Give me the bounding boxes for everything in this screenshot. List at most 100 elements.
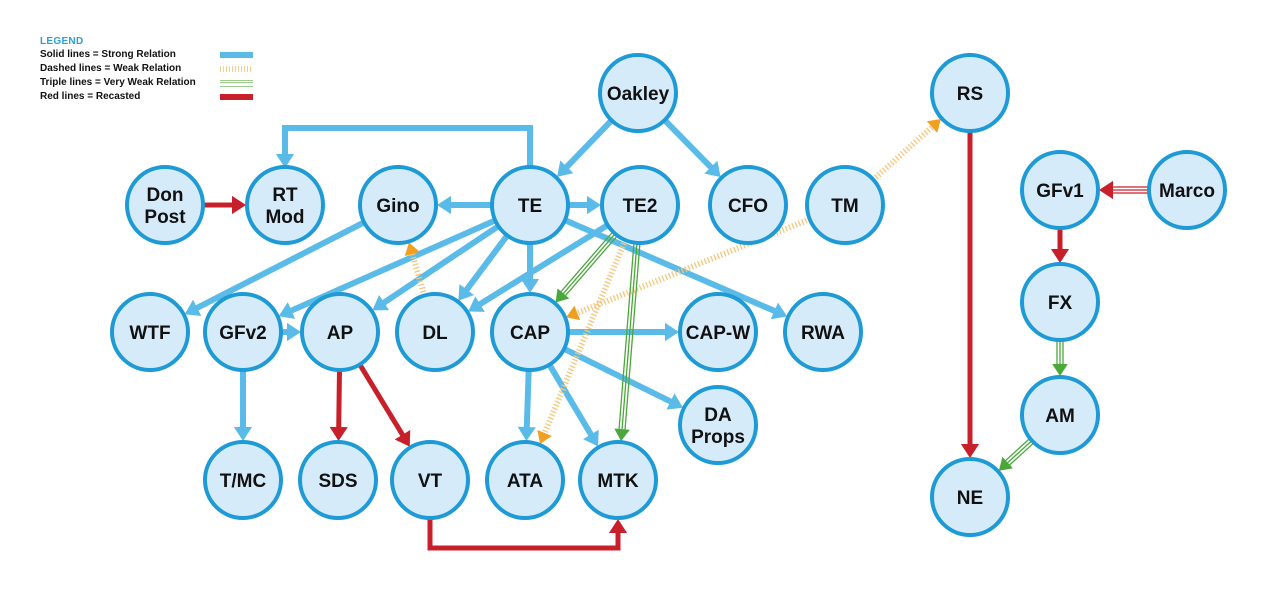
node-rs[interactable]: RS <box>930 53 1010 133</box>
edge-line <box>476 222 610 309</box>
arrow-head <box>275 154 295 168</box>
node-cfo[interactable]: CFO <box>708 165 788 245</box>
edge-line <box>282 125 533 167</box>
edge-am-to-ne <box>998 437 1035 471</box>
node-label: WTF <box>129 323 170 344</box>
node-ne[interactable]: NE <box>930 457 1010 537</box>
node-gfv1[interactable]: GFv1 <box>1020 150 1100 230</box>
arrow-head <box>1050 249 1070 263</box>
node-circle <box>490 292 570 372</box>
edge-dl-to-gino <box>404 242 428 297</box>
arrow-head <box>704 160 721 178</box>
arrow-head <box>608 519 628 533</box>
arrow-head <box>404 242 420 257</box>
edge-line <box>1007 442 1035 467</box>
node-circle <box>358 165 438 245</box>
edge-ap-to-vt <box>357 363 411 447</box>
node-label: TE2 <box>623 196 658 217</box>
node-label: TE <box>518 196 542 217</box>
edge-line <box>871 123 936 182</box>
node-vt[interactable]: VT <box>390 440 470 520</box>
edge-cap-to-ata <box>517 369 536 442</box>
edge-line <box>662 118 715 172</box>
node-circle <box>600 165 680 245</box>
legend-item-red: Red lines = Recasted <box>40 90 260 104</box>
arrow-head <box>1052 364 1068 376</box>
edge-te2-to-ata <box>537 238 629 445</box>
edge-gfv2-to-tmc <box>233 370 253 441</box>
node-dl[interactable]: DL <box>395 292 475 372</box>
legend-item-solid: Solid lines = Strong Relation <box>40 48 260 62</box>
arrow-head <box>329 426 348 442</box>
node-label: ATA <box>507 471 544 492</box>
node-circle <box>390 440 470 520</box>
node-capw[interactable]: CAP-W <box>678 292 758 372</box>
triple-line-swatch <box>220 80 253 87</box>
node-marco[interactable]: Marco <box>1147 150 1227 230</box>
arrow-head <box>517 426 536 442</box>
edge-line <box>621 242 638 432</box>
node-ata[interactable]: ATA <box>485 440 565 520</box>
edge-vt-to-mtk <box>427 518 628 551</box>
edge-cap-to-daprops <box>562 346 684 410</box>
edge-line <box>563 217 779 315</box>
legend: LEGEND Solid lines = Strong Relation Das… <box>40 36 260 104</box>
node-label: DA <box>704 405 732 426</box>
node-fx[interactable]: FX <box>1020 262 1100 342</box>
edge-line <box>380 223 501 307</box>
legend-title: LEGEND <box>40 36 84 47</box>
node-label: TM <box>831 196 858 217</box>
node-label: MTK <box>597 471 638 492</box>
node-ap[interactable]: AP <box>300 292 380 372</box>
edge-ap-to-sds <box>329 369 348 442</box>
edge-te2-to-cap <box>555 231 618 303</box>
node-rwa[interactable]: RWA <box>783 292 863 372</box>
node-sds[interactable]: SDS <box>298 440 378 520</box>
edge-te2-to-mtk <box>614 242 641 442</box>
arrow-head <box>437 195 451 215</box>
node-mtk[interactable]: MTK <box>578 440 658 520</box>
edge-fx-to-am <box>1052 340 1068 376</box>
node-oakley[interactable]: Oakley <box>598 53 678 133</box>
node-label: CFO <box>728 196 768 217</box>
arrow-head <box>537 429 552 445</box>
node-circle <box>245 165 325 245</box>
node-circle <box>578 440 658 520</box>
node-tmc[interactable]: T/MC <box>203 440 283 520</box>
edge-cap-to-mtk <box>546 363 599 447</box>
node-gfv2[interactable]: GFv2 <box>203 292 283 372</box>
edge-line <box>1003 437 1031 463</box>
node-label: VT <box>418 471 443 492</box>
node-tm[interactable]: TM <box>805 165 885 245</box>
arrow-head <box>583 429 599 447</box>
node-circle <box>930 53 1010 133</box>
node-te[interactable]: TE <box>490 165 570 245</box>
node-am[interactable]: AM <box>1020 375 1100 455</box>
dashed-line-swatch <box>220 66 253 72</box>
node-te2[interactable]: TE2 <box>600 165 680 245</box>
edge-line <box>624 243 641 432</box>
node-label: SDS <box>318 471 357 492</box>
node-gino[interactable]: Gino <box>358 165 438 245</box>
arrow-head <box>555 288 570 303</box>
edge-tm-to-rs <box>871 119 941 182</box>
arrow-head <box>372 294 390 311</box>
node-circle <box>1147 150 1227 230</box>
node-label: T/MC <box>220 471 267 492</box>
node-wtf[interactable]: WTF <box>110 292 190 372</box>
arrow-head <box>614 428 630 442</box>
legend-item-triple: Triple lines = Very Weak Relation <box>40 76 260 90</box>
legend-label: Dashed lines = Weak Relation <box>40 63 182 74</box>
node-circle <box>708 165 788 245</box>
node-circle <box>678 385 758 465</box>
node-cap[interactable]: CAP <box>490 292 570 372</box>
edge-line <box>462 233 510 294</box>
arrow-head <box>1099 180 1113 200</box>
arrow-head <box>566 305 581 321</box>
arrow-head <box>960 444 980 458</box>
node-label: CAP <box>510 323 550 344</box>
edge-gfv2-to-ap <box>281 322 301 342</box>
